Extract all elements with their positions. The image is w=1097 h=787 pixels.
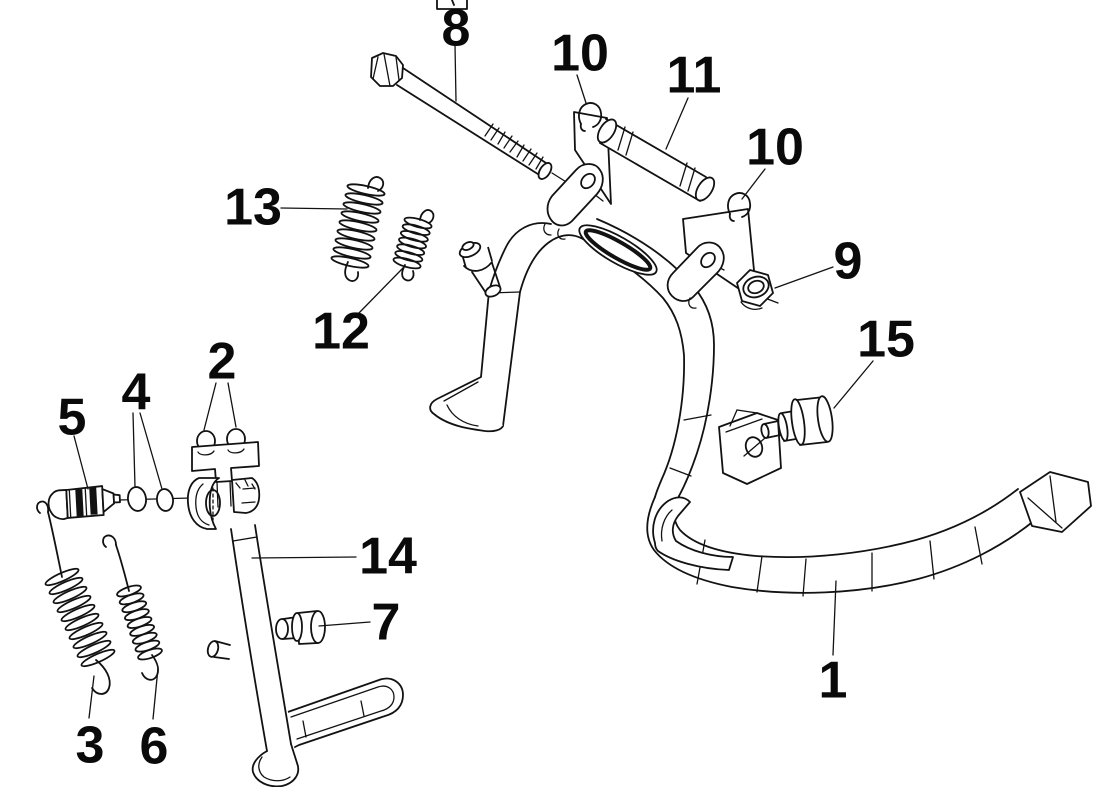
spring-13-coils (330, 183, 386, 269)
spring-coil (401, 223, 431, 236)
spring-13-drawing (330, 176, 386, 282)
spring-coil (56, 594, 92, 614)
side-stand-drawing (186, 428, 404, 787)
callout-3-13[interactable]: 3 (76, 717, 105, 775)
spring-coil (336, 228, 376, 242)
spring-coil (396, 243, 426, 256)
spring-coil (403, 216, 433, 230)
c-clip-lower-drawing (727, 192, 752, 222)
leader-line (774, 266, 834, 289)
buffer-drawing (760, 395, 834, 446)
spring-coil (80, 648, 116, 668)
callout-1-15[interactable]: 1 (819, 652, 848, 710)
hex-bolt-drawing (370, 52, 553, 180)
spring-coil (338, 219, 378, 233)
leader-line (665, 97, 689, 150)
leader-line (88, 675, 95, 719)
pivot-pin-drawing (596, 118, 716, 202)
leader-line (454, 44, 457, 102)
leader-line (833, 360, 874, 409)
callout-13-6[interactable]: 13 (224, 179, 282, 237)
leader-line (203, 382, 217, 431)
spring-coil (48, 576, 84, 596)
leader-line (132, 412, 136, 488)
leader-line (152, 667, 159, 720)
spring-coil (342, 201, 382, 215)
spring-12-drawing (392, 209, 435, 282)
center-stand-drawing (429, 163, 1092, 597)
spring-coil (346, 183, 386, 197)
callout-14-11[interactable]: 14 (359, 528, 417, 586)
cropped-label-box (436, 0, 468, 10)
spring-coil (394, 250, 424, 263)
spring-3-drawing (36, 500, 116, 695)
leader-line (280, 207, 348, 210)
callout-4-9[interactable]: 4 (122, 364, 151, 422)
spring-coil (44, 567, 80, 587)
leader-line (318, 621, 371, 627)
mount-panel-left (573, 111, 612, 205)
spring-3-coils (44, 567, 116, 668)
callout-11-2[interactable]: 11 (667, 47, 722, 105)
spring-coil (344, 192, 384, 206)
callout-2-8[interactable]: 2 (208, 333, 237, 391)
leader-line (576, 74, 587, 104)
spring-coil (68, 621, 104, 641)
leader-line (357, 267, 404, 315)
spring-coil (60, 603, 96, 623)
side-stand-buffer-drawing (275, 610, 326, 645)
spring-coil (72, 630, 108, 650)
callout-7-12[interactable]: 7 (372, 594, 401, 652)
spring-coil (137, 647, 163, 661)
spring-coil (399, 230, 429, 243)
spring-coil (330, 255, 370, 269)
leader-line (741, 168, 766, 200)
callout-10-3[interactable]: 10 (746, 119, 804, 177)
spring-coil (76, 639, 112, 659)
spring-coil (340, 210, 380, 224)
callout-8-0[interactable]: 8 (442, 0, 471, 58)
spring-coil (398, 236, 427, 250)
callout-9-4[interactable]: 9 (834, 233, 863, 291)
callout-6-14[interactable]: 6 (140, 718, 169, 776)
callout-10-1[interactable]: 10 (551, 25, 609, 83)
spring-coil (64, 612, 100, 632)
adjuster-pin-drawing (47, 485, 121, 521)
spring-6-drawing (102, 534, 163, 681)
hex-nut-drawing (736, 269, 774, 310)
leader-line (251, 556, 357, 559)
leader-line (73, 435, 89, 490)
leader-line (832, 580, 837, 656)
callout-15-5[interactable]: 15 (857, 311, 915, 369)
spring-coil (332, 246, 372, 260)
callout-12-7[interactable]: 12 (312, 303, 370, 361)
c-clip-upper-drawing (578, 102, 603, 132)
spring-6-coils (116, 584, 163, 661)
callout-5-10[interactable]: 5 (58, 389, 87, 447)
spring-coil (52, 585, 88, 605)
spring-12-coils (392, 216, 433, 270)
leader-line (139, 412, 163, 490)
spring-coil (392, 256, 422, 270)
leader-line (227, 382, 237, 428)
spring-coil (334, 237, 374, 251)
